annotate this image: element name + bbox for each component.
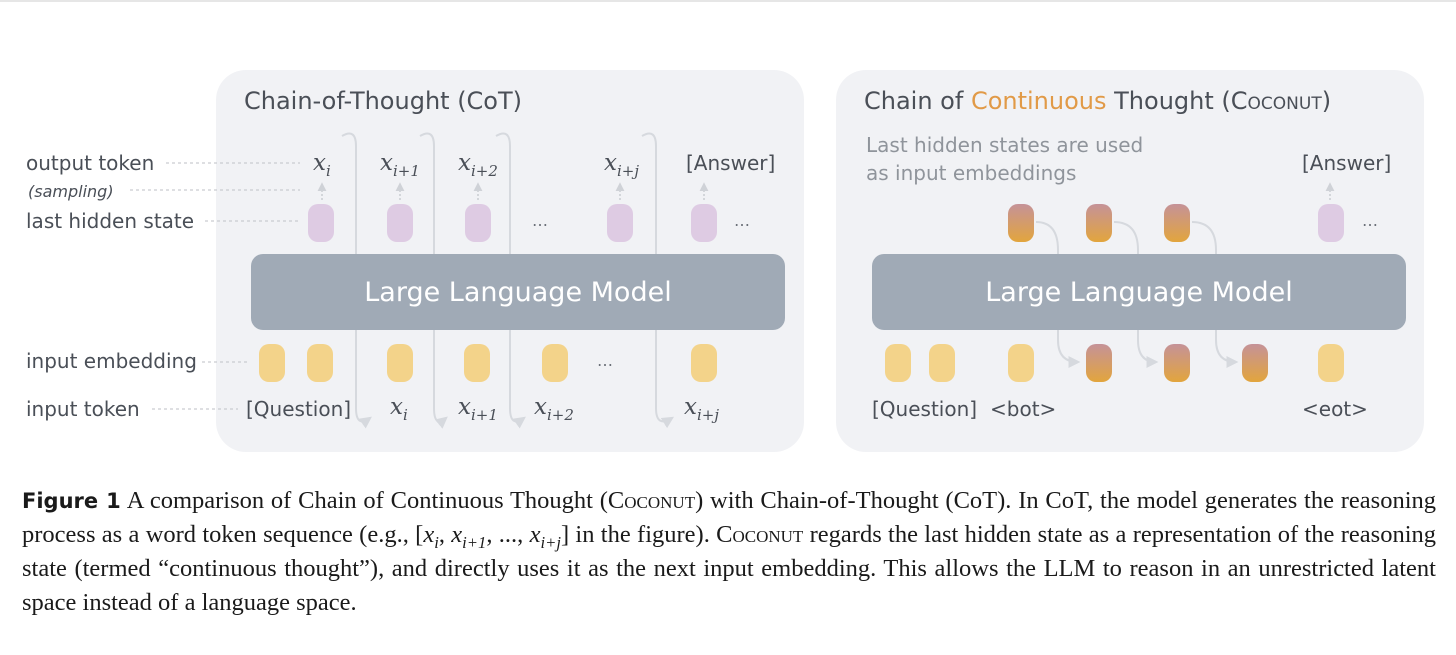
embedding-ellipsis: … [597,351,613,370]
hidden-state [1318,204,1344,242]
input-token-xij: xi+j [684,394,719,424]
output-token-xi1: xi+1 [380,150,420,180]
coconut-answer: [Answer] [1302,151,1391,175]
output-token-xij: xi+j [604,150,639,180]
coconut-input-tokens: [Question] <bot> <eot> [872,397,1368,421]
sampling-arrows [317,182,709,200]
cot-input-embeddings [259,344,717,382]
input-token-question: [Question] [872,397,977,421]
coconut-title: Chain of Continuous Thought (Coconut) [864,87,1331,115]
input-token-question: [Question] [246,397,351,421]
input-token-xi2: xi+2 [534,394,574,424]
input-embedding [691,344,717,382]
row-label-input-embedding: input embedding [26,349,197,373]
input-embedding [1318,344,1344,382]
row-label-output-token: output token [26,151,154,175]
continuous-thought [1086,204,1112,242]
coconut-hidden-states [1008,204,1344,242]
cot-llm-label: Large Language Model [364,277,671,308]
hidden-ellipsis: … [734,211,750,230]
input-token-xi: xi [390,394,408,424]
input-token-eot: <eot> [1302,397,1368,421]
coconut-diagram: Chain-of-Thought (CoT) output token (sam… [26,70,1424,452]
input-embedding [929,344,955,382]
continuous-embedding [1242,344,1268,382]
input-token-xi1: xi+1 [458,394,498,424]
figure-label: Figure 1 [22,489,121,513]
continuous-embedding [1164,344,1190,382]
output-token-answer: [Answer] [686,151,775,175]
row-label-last-hidden-state: last hidden state [26,209,194,233]
hidden-state [387,204,413,242]
input-embedding [464,344,490,382]
input-embedding [387,344,413,382]
input-embedding [259,344,285,382]
hidden-state [465,204,491,242]
coconut-note-line1: Last hidden states are used [866,133,1143,157]
input-embedding [307,344,333,382]
output-token-xi2: xi+2 [458,150,498,180]
coconut-llm-block [872,254,1406,330]
cot-output-tokens: xi xi+1 xi+2 xi+j [Answer] [313,150,775,180]
output-token-xi: xi [313,150,331,180]
row-label-input-token: input token [26,397,140,421]
top-divider [0,0,1456,2]
hidden-state [691,204,717,242]
continuous-thought [1008,204,1034,242]
hidden-state [308,204,334,242]
cot-title: Chain-of-Thought (CoT) [244,87,522,115]
input-embedding [1008,344,1034,382]
cot-input-tokens: [Question] xi xi+1 xi+2 xi+j [246,394,719,424]
leader-lines [130,162,300,410]
input-embedding [542,344,568,382]
continuous-embedding [1086,344,1112,382]
cot-llm-block [251,254,785,330]
row-label-sampling: (sampling) [28,182,114,201]
input-embedding [885,344,911,382]
coconut-llm-label: Large Language Model [985,277,1292,308]
continuous-thought [1164,204,1190,242]
cot-hidden-states [308,204,717,242]
hidden-ellipsis: … [532,211,548,230]
coconut-note-line2: as input embeddings [866,161,1076,185]
coconut-hidden-ellipsis: … [1362,211,1378,230]
input-token-bot: <bot> [990,397,1056,421]
hidden-state [607,204,633,242]
coconut-input-embeddings [885,344,1344,382]
